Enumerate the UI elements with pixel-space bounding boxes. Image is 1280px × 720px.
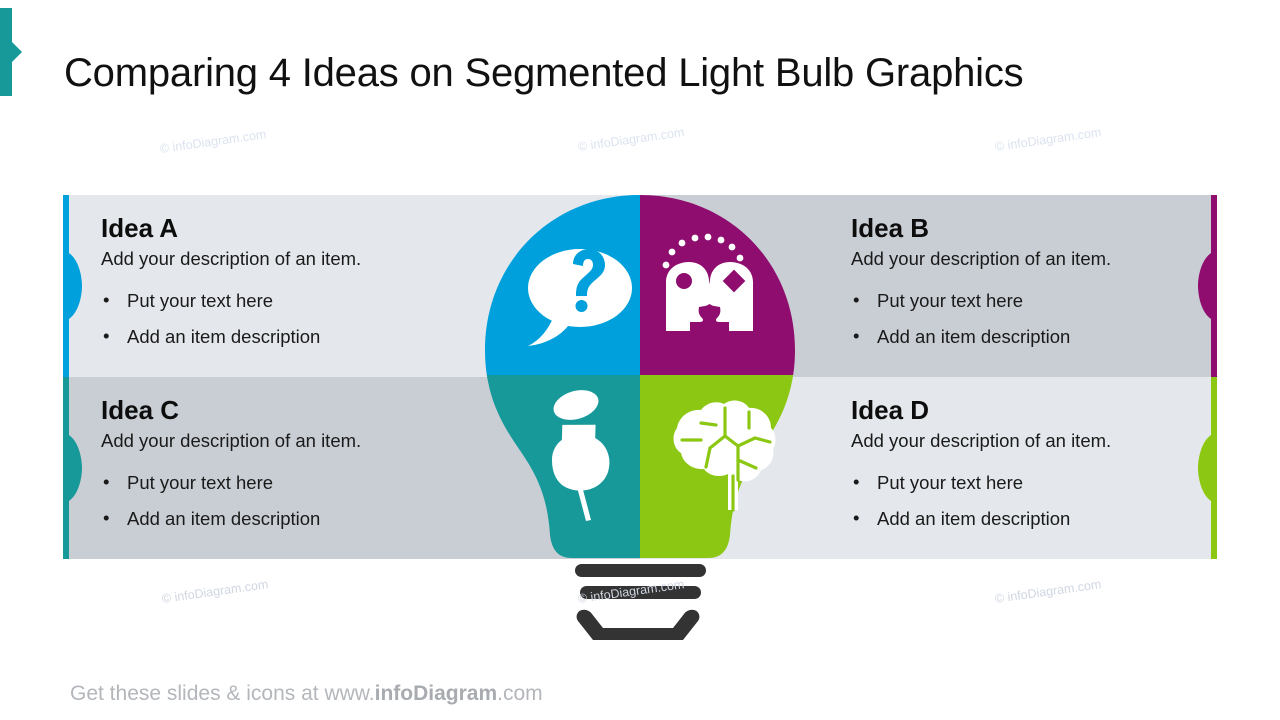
idea-d-title: Idea D (851, 395, 930, 425)
list-item-label: Add an item description (877, 326, 1071, 348)
idea-d-bullet-list: • Put your text here • Add an item descrip… (851, 471, 1251, 530)
page-title: Comparing 4 Ideas on Segmented Light Bul… (64, 50, 1024, 95)
footer-credit: Get these slides & icons at www.infoDiag… (70, 682, 543, 706)
list-item-label: Add an item description (127, 508, 321, 530)
list-item-label: Put your text here (127, 290, 274, 312)
base-bar-2 (580, 586, 701, 599)
idea-c-bullet-list: • Put your text here • Add an item descrip… (101, 471, 501, 530)
list-item: • Put your text here (101, 471, 501, 494)
two-heads-talking-icon (662, 233, 753, 331)
push-pin-icon (552, 390, 610, 521)
idea-b-title: Idea B (851, 213, 930, 243)
accent-bar-idea-c (63, 377, 82, 559)
list-item: • Add an item description (851, 507, 1251, 530)
list-item-label: Put your text here (877, 290, 1024, 312)
idea-a-title: Idea A (101, 213, 179, 243)
bullet-glyph: • (853, 325, 860, 347)
idea-a-bullet-list: • Put your text here • Add an item descrip… (101, 289, 501, 348)
footer-brand: infoDiagram (374, 682, 498, 705)
watermark: © infoDiagram.com (994, 125, 1103, 154)
list-item: • Put your text here (851, 289, 1251, 312)
accent-bar-idea-a (63, 195, 82, 377)
list-item-label: Add an item description (877, 508, 1071, 530)
list-item-label: Put your text here (127, 472, 274, 494)
bullet-glyph: • (853, 471, 860, 493)
idea-c-title: Idea C (101, 395, 180, 425)
idea-block-a[interactable]: Idea A Add your description of an item. … (101, 213, 501, 362)
bullet-glyph: • (103, 471, 110, 493)
watermark: © infoDiagram.com (577, 125, 686, 154)
title-accent-chevron (0, 8, 22, 96)
bulb-base (575, 564, 706, 640)
idea-b-bullet-list: • Put your text here • Add an item descrip… (851, 289, 1251, 348)
bullet-glyph: • (103, 325, 110, 347)
list-item: • Put your text here (101, 289, 501, 312)
list-item: • Add an item description (851, 325, 1251, 348)
bulb-diagram: Idea A Add your description of an item. … (0, 195, 1280, 665)
idea-block-d[interactable]: Idea D Add your description of an item. … (851, 395, 1251, 544)
bullet-glyph: • (853, 507, 860, 529)
question-speech-bubble-icon (528, 249, 632, 346)
watermark: © infoDiagram.com (159, 127, 268, 156)
segmented-light-bulb (470, 195, 795, 640)
bullet-glyph: • (103, 289, 110, 311)
list-item: • Add an item description (101, 325, 501, 348)
bullet-glyph: • (103, 507, 110, 529)
footer-suffix: .com (497, 682, 543, 705)
list-item: • Put your text here (851, 471, 1251, 494)
footer-prefix: Get these slides & icons at www. (70, 682, 375, 705)
idea-block-b[interactable]: Idea B Add your description of an item. … (851, 213, 1251, 362)
base-bar-1 (575, 564, 706, 577)
idea-b-description: Add your description of an item. (851, 248, 1112, 270)
bulb-segment-c[interactable] (470, 375, 640, 640)
accent-bar-idea-d (1198, 377, 1217, 559)
list-item: • Add an item description (101, 507, 501, 530)
brain-icon (673, 400, 776, 512)
idea-d-description: Add your description of an item. (851, 430, 1112, 452)
list-item-label: Add an item description (127, 326, 321, 348)
idea-c-description: Add your description of an item. (101, 430, 362, 452)
idea-a-description: Add your description of an item. (101, 248, 362, 270)
idea-block-c[interactable]: Idea C Add your description of an item. … (101, 395, 501, 544)
list-item-label: Put your text here (877, 472, 1024, 494)
accent-bar-idea-b (1198, 195, 1217, 377)
bullet-glyph: • (853, 289, 860, 311)
base-bottom-trapezoid (576, 609, 700, 640)
